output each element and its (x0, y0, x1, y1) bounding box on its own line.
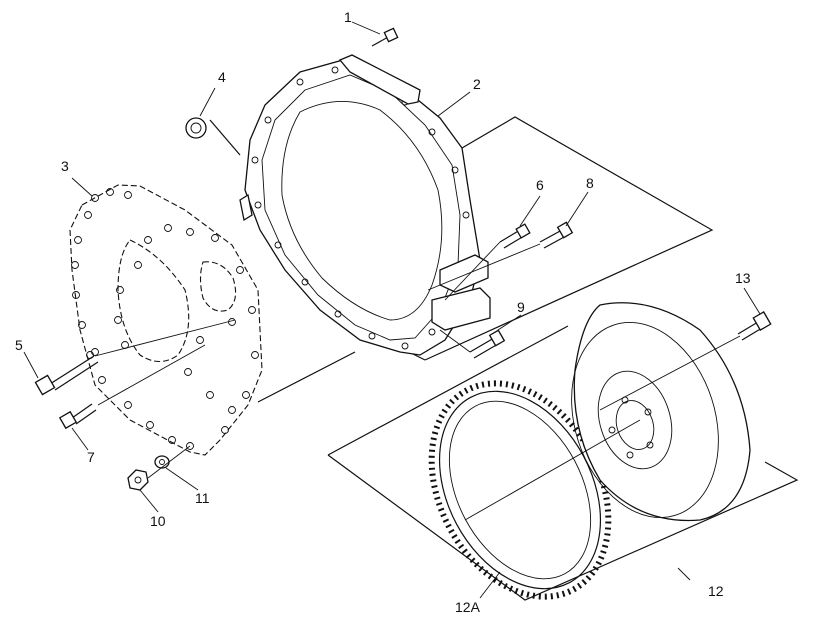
plate-bolt-holes (71, 188, 259, 450)
callout-4: 4 (218, 69, 226, 85)
callout-13: 13 (735, 270, 751, 286)
bolt-5 (34, 355, 99, 396)
callout-10: 10 (150, 513, 166, 529)
callout-6: 6 (536, 177, 544, 193)
assembly-bracket-flywheel (327, 325, 799, 601)
callout-7: 7 (87, 449, 95, 465)
nut-10 (127, 469, 149, 491)
housing-mounting-lugs (239, 54, 491, 331)
bolt-8 (539, 221, 574, 249)
callout-labels: 1 2 3 4 5 6 7 8 9 10 11 12 12A 13 (15, 9, 751, 615)
callout-1: 1 (344, 9, 352, 25)
callout-11: 11 (195, 490, 210, 506)
bolt-13 (737, 311, 772, 341)
callout-9: 9 (517, 299, 525, 315)
washer-11 (154, 455, 170, 469)
flywheel-bolt-holes (608, 396, 654, 459)
centre-lines (94, 241, 741, 521)
callout-2: 2 (473, 76, 481, 92)
bolt-7 (58, 403, 97, 430)
callout-3: 3 (61, 158, 69, 174)
callout-12: 12 (708, 583, 724, 599)
callout-8: 8 (586, 175, 594, 191)
callout-12a: 12A (455, 599, 481, 615)
bolt-6 (499, 223, 531, 249)
assembly-bracket-plate (209, 119, 356, 403)
leader-lines (23, 21, 761, 599)
bolt-1 (371, 27, 399, 47)
flywheel (571, 302, 751, 522)
plug-4 (185, 117, 207, 139)
bolt-9 (469, 329, 506, 359)
callout-5: 5 (15, 337, 23, 353)
flywheel-housing (239, 54, 491, 356)
adapter-plate (69, 184, 263, 456)
